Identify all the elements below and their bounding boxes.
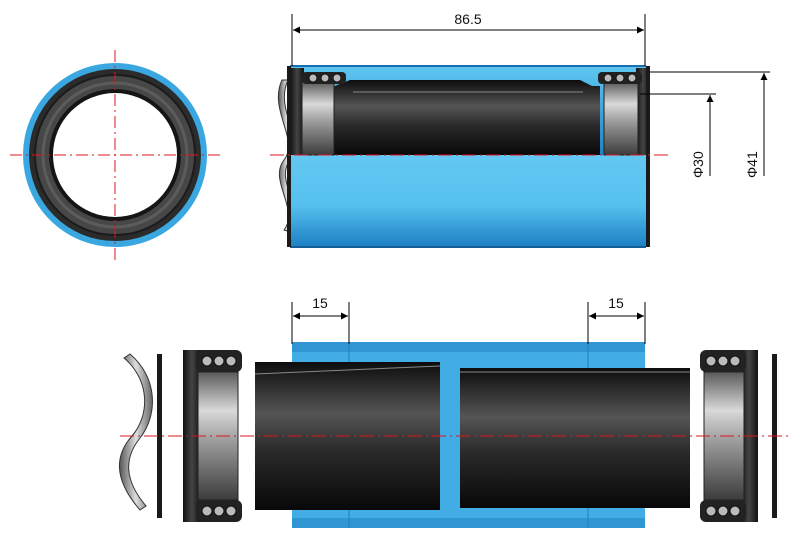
shell-front-half xyxy=(290,155,646,247)
inner-diameter-label: Φ30 xyxy=(690,151,706,178)
end-view xyxy=(10,50,222,262)
dimension-diameters: Φ30 Φ41 xyxy=(640,71,770,178)
dimension-left-offset: 15 xyxy=(291,295,350,344)
outer-diameter-label: Φ41 xyxy=(744,151,760,178)
left-bearing-top xyxy=(301,81,335,156)
exploded-side-view xyxy=(119,342,790,528)
dimension-overall-length: 86.5 xyxy=(291,11,646,66)
dimension-right-offset: 15 xyxy=(587,295,646,344)
right-offset-label: 15 xyxy=(608,295,624,311)
wave-washer-exploded xyxy=(119,353,153,511)
assembled-side-view xyxy=(270,65,670,248)
overall-length-label: 86.5 xyxy=(454,11,481,27)
left-seal-disc xyxy=(157,354,162,518)
left-offset-label: 15 xyxy=(312,295,328,311)
right-sleeve-exploded xyxy=(460,368,690,508)
sleeve-cutaway xyxy=(330,80,600,155)
left-cup-top xyxy=(290,68,304,155)
right-bearing-top xyxy=(603,81,639,156)
